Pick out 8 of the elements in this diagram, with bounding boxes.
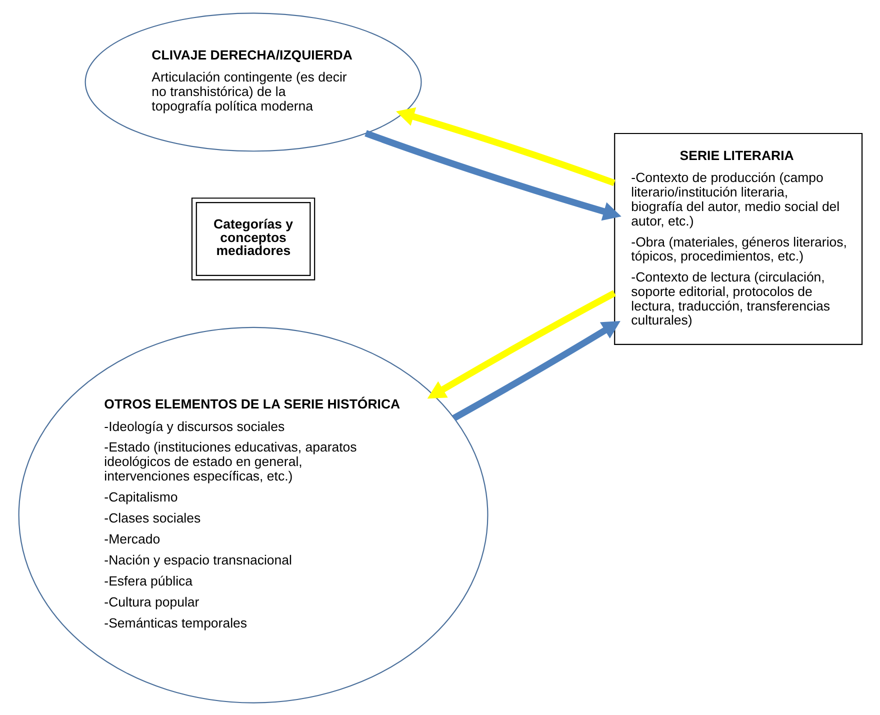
node-box: SERIE LITERARIA -Contexto de producción (campo literario/institución literaria, biografía del autor, medio social del autor, etc.) -Obra (materiales, géneros literarios, tópicos, procedimientos, etc.) -Contexto de lectura (circulación, soporte editorial, protocolos de lectura, traducción, transferencias culturales): [614, 132, 862, 345]
node-box: Categorías y conceptos mediadores: [190, 197, 315, 280]
node-ellipse: CLIVAJE DERECHA/IZQUIERDA Articulación contingente (es decir no transhistórica) de la topografía política moderna: [84, 12, 422, 152]
node-ellipse: OTROS ELEMENTOS DE LA SERIE HISTÓRICA -Ideología y discursos sociales -Estado (instituciones educativas, aparatos ideológicos de estado en general, intervenciones específicas, etc.) -Capitalismo -Clases sociales -Mercado -Nación y espacio transnacional -Esfera pública -Cultura popular -Semánticas temporales: [18, 326, 488, 703]
arrow: [364, 130, 621, 220]
arrow: [452, 320, 620, 421]
arrow: [426, 290, 616, 398]
arrow: [396, 106, 615, 186]
